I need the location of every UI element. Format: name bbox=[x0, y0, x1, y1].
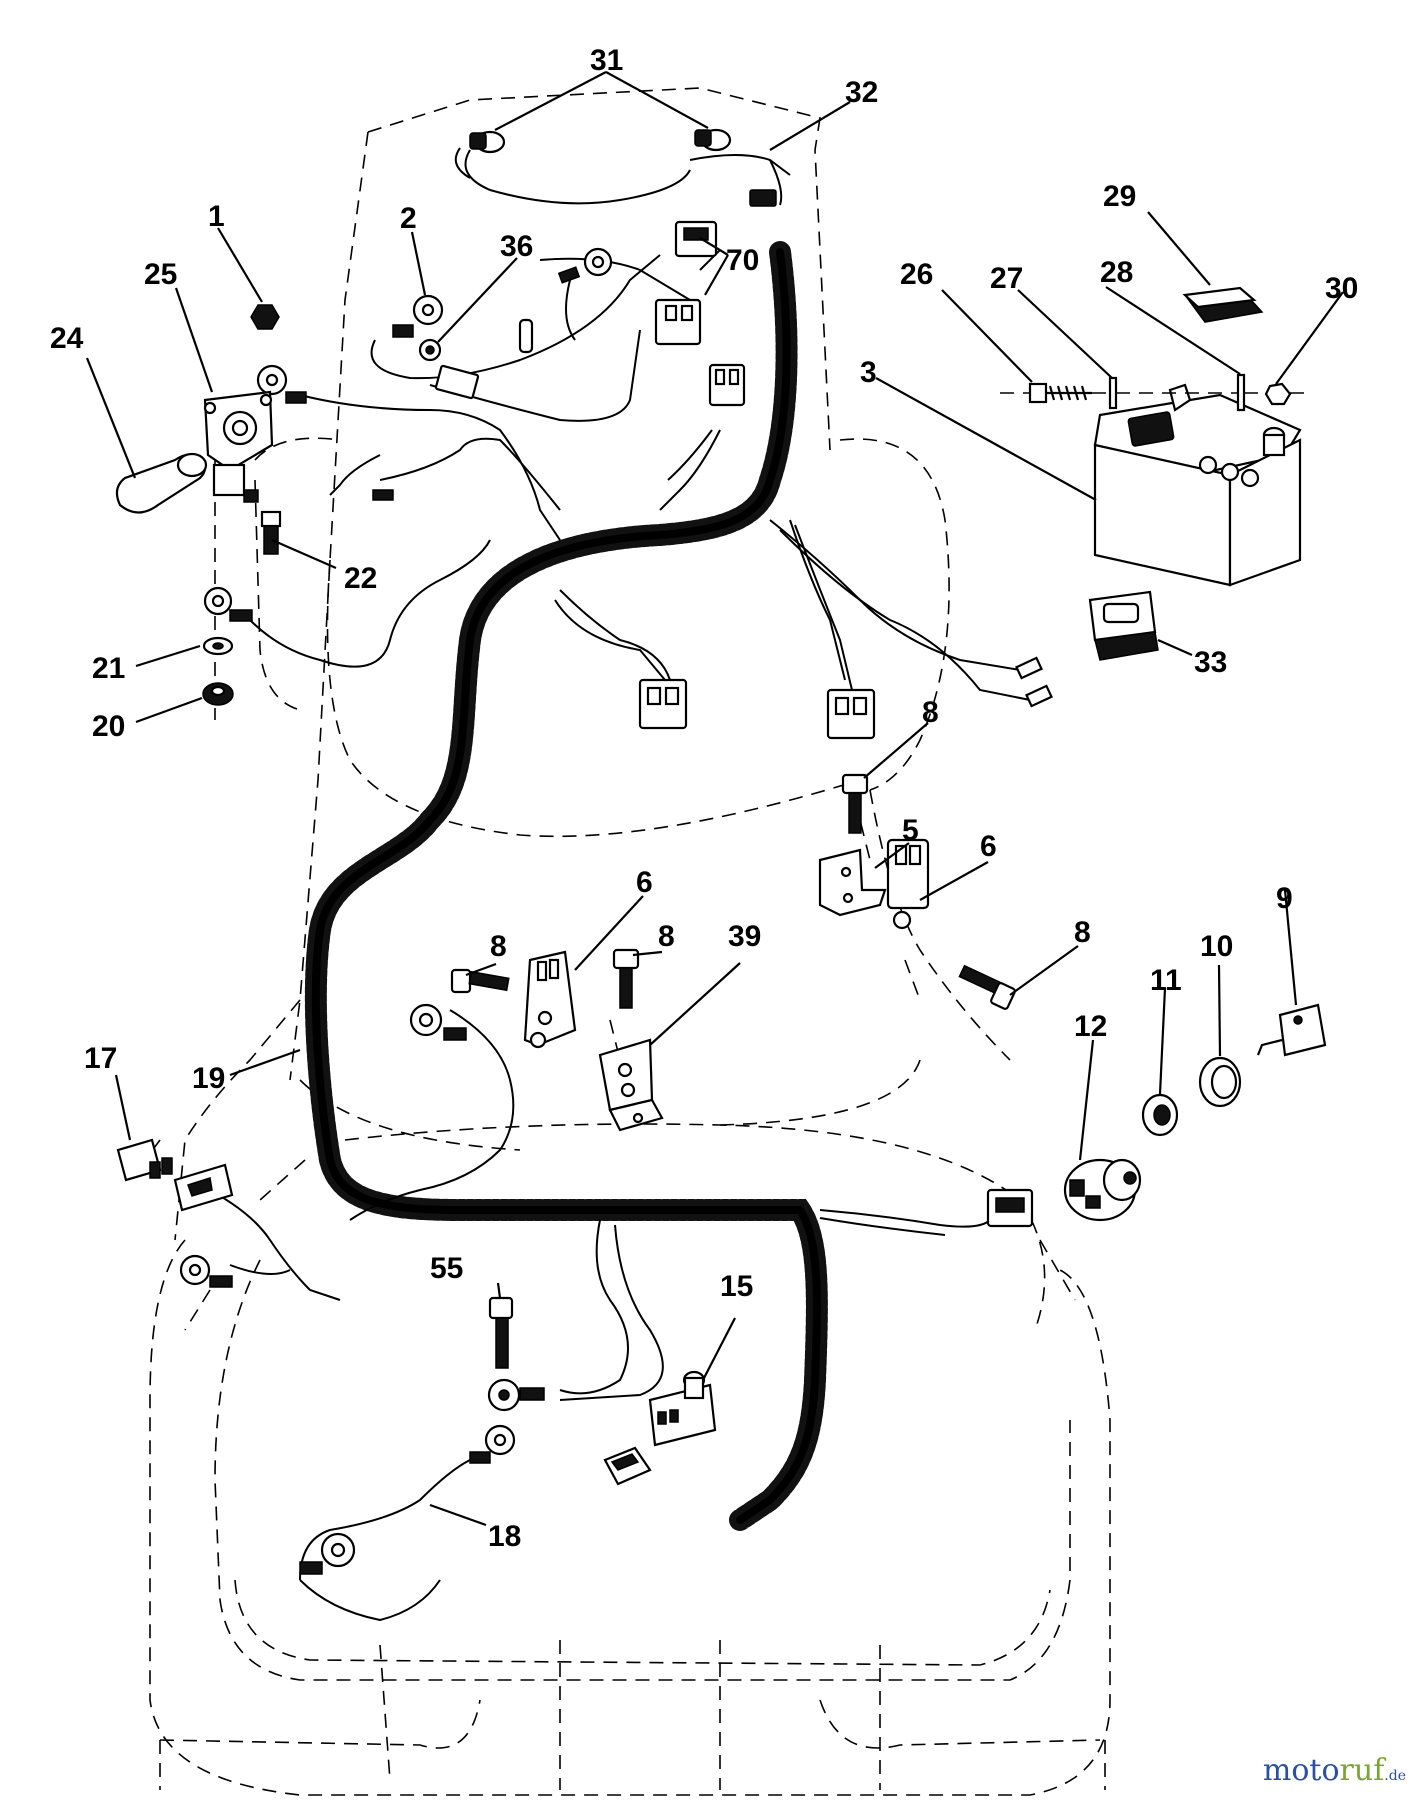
seat-switch-15 bbox=[648, 1370, 717, 1447]
callout-30: 30 bbox=[1325, 272, 1358, 305]
safety-switch-6-left bbox=[523, 950, 577, 1049]
callout-8-left: 8 bbox=[490, 930, 507, 963]
plug-32 bbox=[749, 189, 777, 207]
plug-70 bbox=[654, 298, 702, 346]
watermark-part1: moto bbox=[1262, 1753, 1340, 1788]
nut-1 bbox=[250, 304, 280, 330]
callout-33: 33 bbox=[1194, 646, 1227, 679]
nut-30 bbox=[1264, 382, 1292, 406]
callout-6-left: 6 bbox=[636, 866, 653, 899]
callout-21: 21 bbox=[92, 652, 125, 685]
callout-5: 5 bbox=[902, 814, 919, 847]
rocker-switch-33 bbox=[1088, 590, 1159, 661]
plug-36 bbox=[434, 364, 480, 400]
bolt-26 bbox=[1028, 382, 1092, 404]
fuse-holder bbox=[173, 1163, 234, 1212]
safety-switch-6-right bbox=[886, 838, 930, 930]
callout-2: 2 bbox=[400, 202, 417, 235]
bolt-8-left bbox=[450, 968, 510, 994]
watermark-part2: ruf bbox=[1339, 1753, 1385, 1788]
wires bbox=[199, 147, 1031, 1622]
starter-solenoid-25 bbox=[203, 390, 274, 503]
callout-28: 28 bbox=[1100, 256, 1133, 289]
callout-17: 17 bbox=[84, 1042, 117, 1075]
bolt-8-middle bbox=[612, 948, 640, 1009]
callout-27: 27 bbox=[990, 262, 1023, 295]
bezel-10 bbox=[1198, 1056, 1242, 1108]
callout-11: 11 bbox=[1150, 964, 1182, 997]
tractor-body-outline bbox=[144, 87, 1111, 1796]
bolt-55 bbox=[488, 1296, 514, 1369]
ignition-switch-12 bbox=[1063, 1158, 1142, 1222]
callout-9: 9 bbox=[1276, 882, 1293, 915]
callout-22: 22 bbox=[344, 562, 377, 595]
callout-31: 31 bbox=[590, 44, 623, 77]
callout-6-right: 6 bbox=[980, 830, 997, 863]
callout-8-upper: 8 bbox=[922, 696, 939, 729]
battery-3 bbox=[1093, 383, 1302, 587]
callout-32: 32 bbox=[845, 76, 878, 109]
coiled-wire-harness bbox=[304, 241, 828, 1531]
bracket-5 bbox=[818, 848, 887, 917]
callout-1: 1 bbox=[208, 200, 225, 233]
callout-55: 55 bbox=[430, 1252, 463, 1285]
spade-terminal-right-2 bbox=[1025, 684, 1053, 708]
bracket-39 bbox=[598, 1038, 664, 1132]
callout-8-middle: 8 bbox=[658, 920, 675, 953]
terminal-boot-24 bbox=[115, 452, 208, 514]
headlight-bulb-right bbox=[694, 128, 732, 152]
plug-left-dash bbox=[638, 678, 688, 730]
headlight-bulb-left bbox=[469, 130, 506, 154]
callout-10: 10 bbox=[1200, 930, 1233, 963]
bolt-8-upper bbox=[841, 773, 869, 834]
bolt-8-right bbox=[958, 964, 1016, 1010]
bolt-22 bbox=[260, 510, 282, 555]
bracket-28 bbox=[1236, 373, 1246, 412]
callout-29: 29 bbox=[1103, 180, 1136, 213]
callout-15: 15 bbox=[720, 1270, 753, 1303]
callout-70: 70 bbox=[726, 244, 759, 277]
callout-24: 24 bbox=[50, 322, 84, 355]
parts bbox=[115, 128, 1327, 1575]
callout-8-right: 8 bbox=[1074, 916, 1091, 949]
washer-27 bbox=[1108, 376, 1118, 410]
callout-39: 39 bbox=[728, 920, 761, 953]
plug-right-dash bbox=[826, 688, 876, 740]
callout-labels: 31 32 29 2 36 70 26 27 28 30 1 25 24 3 2… bbox=[50, 44, 1358, 1553]
callout-3: 3 bbox=[860, 356, 877, 389]
callout-25: 25 bbox=[144, 258, 177, 291]
watermark-part3: .de bbox=[1384, 1768, 1406, 1784]
fuse-17 bbox=[116, 1138, 173, 1182]
plug-seat-switch bbox=[603, 1446, 652, 1486]
callout-12: 12 bbox=[1074, 1010, 1107, 1043]
callout-26: 26 bbox=[900, 258, 933, 291]
callout-20: 20 bbox=[92, 710, 125, 743]
callout-36: 36 bbox=[500, 230, 533, 263]
fuse-inline bbox=[518, 318, 534, 354]
ignition-key-9 bbox=[1256, 1003, 1327, 1057]
spade-terminal-right-1 bbox=[1015, 656, 1043, 680]
watermark: motoruf.de bbox=[1263, 1753, 1406, 1788]
plug-ignition bbox=[986, 1188, 1034, 1228]
spade-terminal bbox=[372, 489, 394, 501]
callout-18: 18 bbox=[488, 1520, 521, 1553]
nut-11 bbox=[1141, 1093, 1179, 1137]
leader-lines bbox=[85, 71, 1344, 1527]
callout-19: 19 bbox=[192, 1062, 225, 1095]
